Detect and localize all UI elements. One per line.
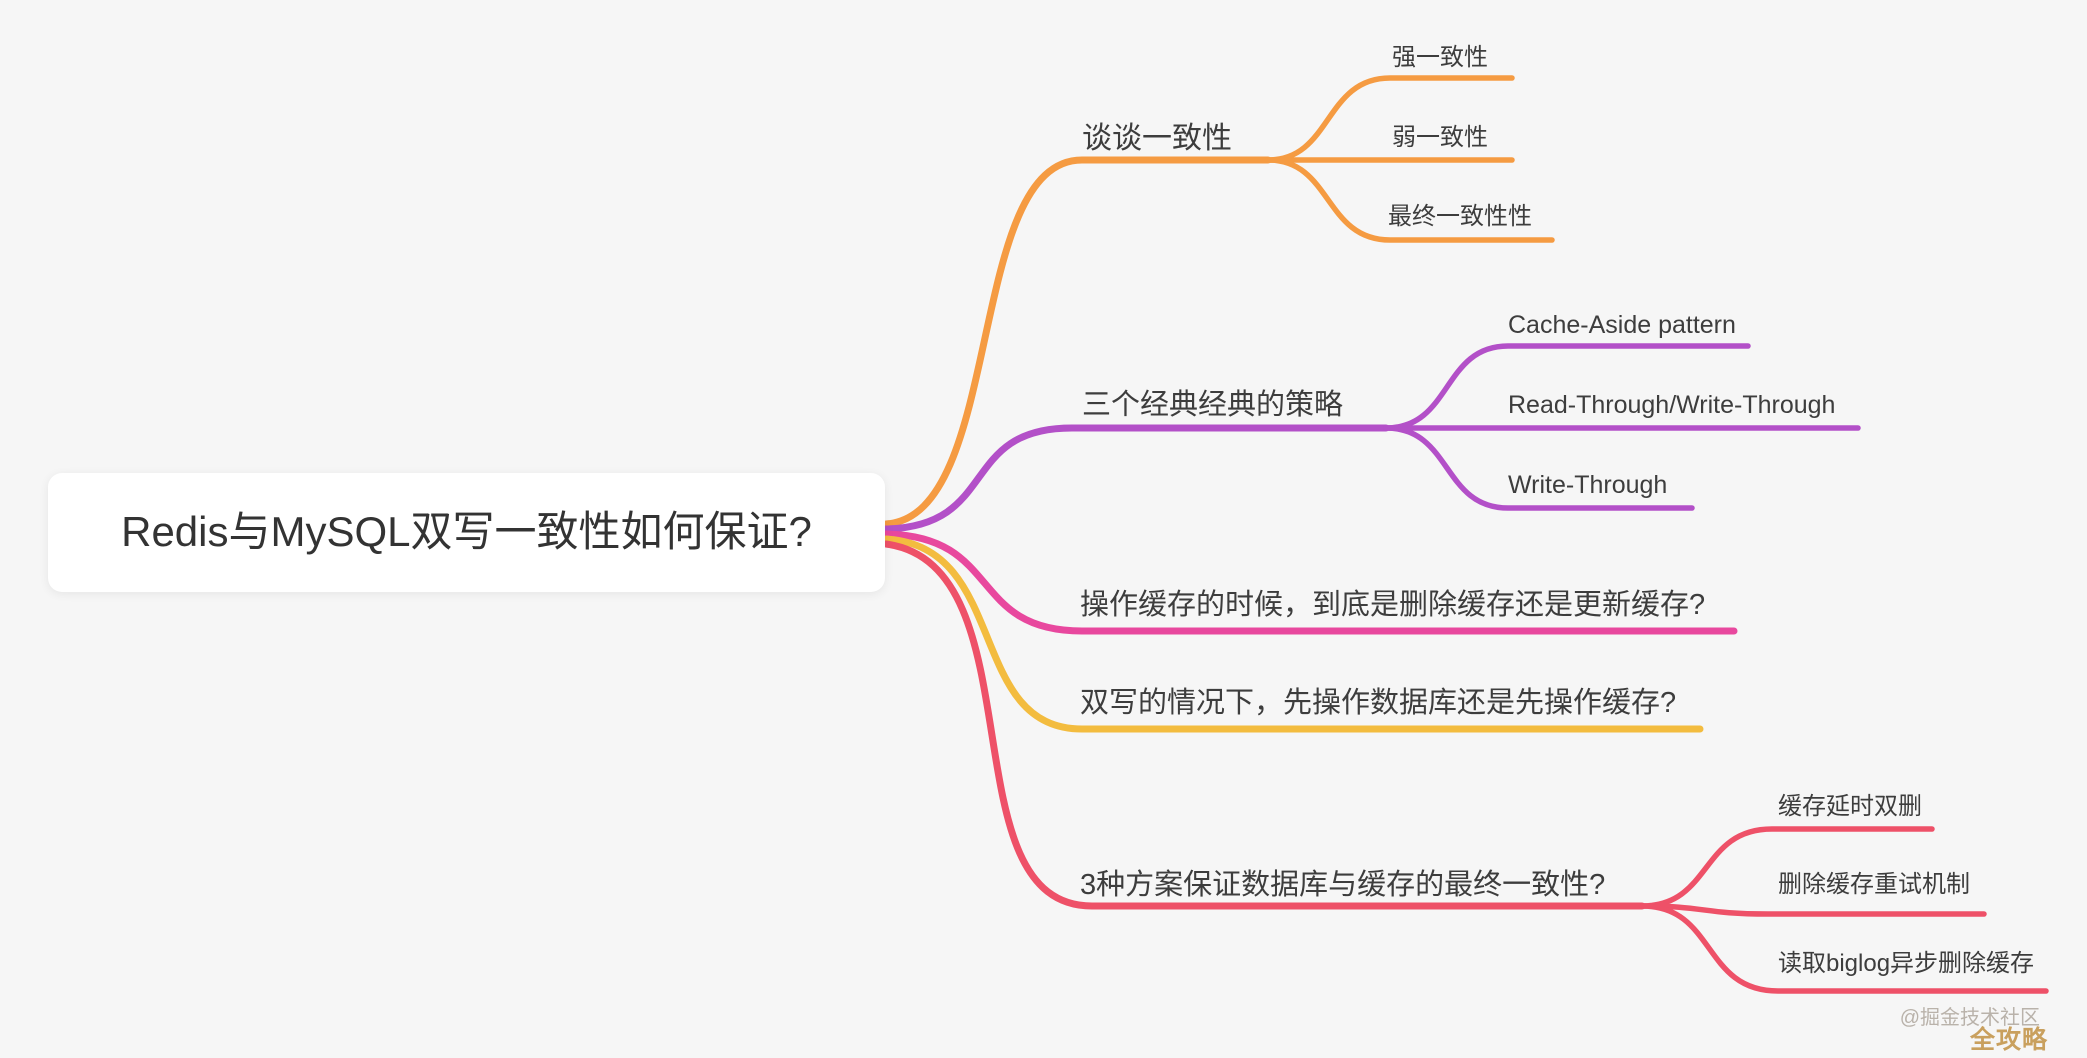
root-topic-label: Redis与MySQL双写一致性如何保证? [121,508,812,556]
watermark-badge: 全攻略 [1969,1026,2048,1054]
branch-line-three-plans [882,540,1646,910]
branch-line-delete-retry [1639,903,1987,917]
subtopic-cache-aside-pattern[interactable]: Cache-Aside pattern [1508,311,1736,339]
branch-line-eventual-consistency [1265,157,1555,243]
branch-line-delayed-double-delete [1639,826,1935,909]
topic-delete-or-update-cache[interactable]: 操作缓存的时候，到底是删除缓存还是更新缓存? [1080,589,1706,621]
subtopic-cache-delayed-double-delete[interactable]: 缓存延时双删 [1778,793,1922,820]
watermark-community: @掘金技术社区 [1899,1007,2040,1029]
branch-line-write-through [1383,425,1695,511]
subtopic-write-through[interactable]: Write-Through [1508,471,1668,499]
subtopic-read-binlog-async-delete[interactable]: 读取biglog异步删除缓存 [1778,950,2035,977]
subtopic-delete-cache-retry-mechanism[interactable]: 删除缓存重试机制 [1778,871,1970,898]
subtopic-weak-consistency[interactable]: 弱一致性 [1392,124,1488,151]
subtopic-eventual-consistency[interactable]: 最终一致性性 [1388,203,1532,230]
topic-talk-about-consistency[interactable]: 谈谈一致性 [1082,122,1232,155]
topic-three-plans-final-consistency[interactable]: 3种方案保证数据库与缓存的最终一致性? [1080,869,1606,901]
subtopic-strong-consistency[interactable]: 强一致性 [1392,44,1488,71]
branch-line-delete-or-update [882,530,1738,635]
branch-line-strong-consistency [1265,75,1515,163]
branch-line-strategies [882,424,1390,533]
root-topic[interactable]: Redis与MySQL双写一致性如何保证? [48,473,885,592]
branch-line-cache-aside [1383,343,1751,431]
branch-line-binlog-async-delete [1639,903,2049,994]
subtopic-read-through-write-through[interactable]: Read-Through/Write-Through [1508,391,1836,419]
branch-line-db-or-cache-first [882,535,1704,733]
topic-db-first-or-cache-first[interactable]: 双写的情况下，先操作数据库还是先操作缓存? [1080,687,1677,719]
topic-three-classic-strategies[interactable]: 三个经典经典的策略 [1082,389,1344,421]
branch-line-consistency [882,156,1272,528]
